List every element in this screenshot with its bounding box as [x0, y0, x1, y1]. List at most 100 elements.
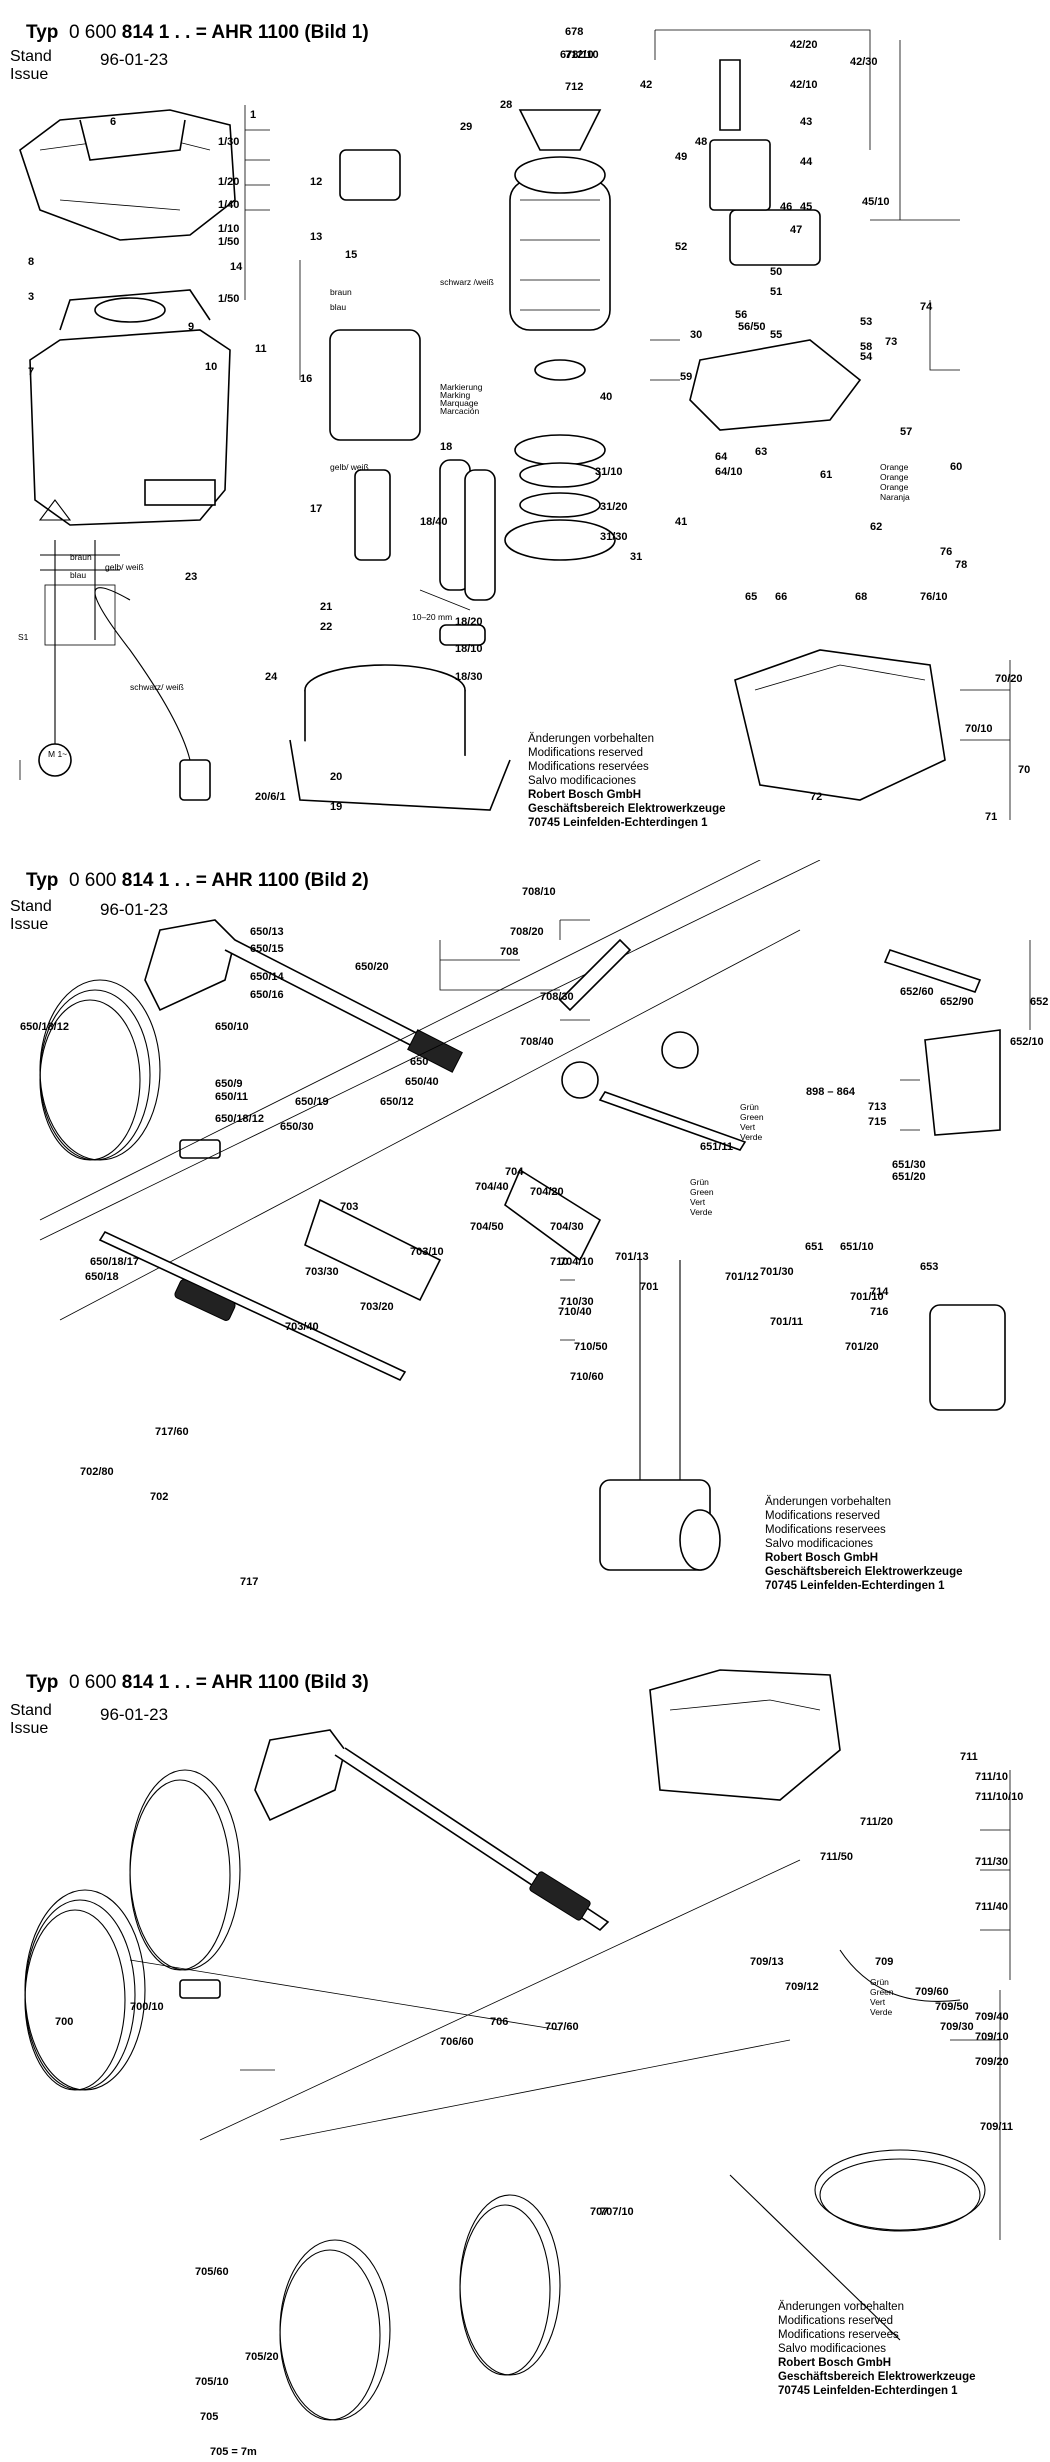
- part-callout: Vert: [740, 1122, 756, 1132]
- notice-line: Modifications reservees: [778, 2329, 899, 2341]
- part-callout: 1/20: [218, 176, 239, 188]
- part-callout: Green: [740, 1112, 764, 1122]
- part-callout: Markierung: [440, 382, 483, 392]
- part-callout: 76: [940, 546, 952, 558]
- part-callout: 710/60: [570, 1371, 604, 1383]
- notice-division: Geschäftsbereich Elektrowerkzeuge: [765, 1566, 963, 1578]
- part-callout: 7: [28, 366, 34, 378]
- part-callout: Grün: [870, 1977, 889, 1987]
- title-prefix: Typ: [26, 1672, 59, 1693]
- notice-company: Robert Bosch GmbH: [528, 789, 642, 801]
- part-callout: 701/20: [845, 1341, 879, 1353]
- part-callout: 717/60: [155, 1426, 189, 1438]
- detergent-bottle: [883, 949, 1006, 1411]
- part-callout: 55: [770, 329, 782, 341]
- issue-label: Issue: [10, 1720, 49, 1737]
- part-callout: 65: [745, 591, 757, 603]
- part-callout: 650/13: [250, 926, 284, 938]
- part-callout: 710: [550, 1256, 568, 1268]
- part-callout: Verde: [690, 1207, 712, 1217]
- part-callout: 708/40: [520, 1036, 554, 1048]
- part-callout: 704/30: [550, 1221, 584, 1233]
- part-callout: 711/40: [975, 1901, 1008, 1913]
- notice-line: Salvo modificaciones: [528, 775, 637, 787]
- part-callout: 52: [675, 241, 687, 253]
- diagram-panel-2: Typ 0 600 814 1 . . = AHR 1100 (Bild 2) …: [0, 860, 1050, 1660]
- part-callout: 712: [565, 81, 583, 93]
- part-callout: 30: [690, 329, 702, 341]
- title-prefix: Typ: [26, 870, 59, 891]
- part-callout: 8: [28, 256, 34, 268]
- spray-gun: [144, 919, 463, 1073]
- part-callout: braun: [330, 287, 352, 297]
- part-callout: 650/16: [250, 989, 284, 1001]
- part-callout: 650/12: [380, 1096, 414, 1108]
- part-callout: 705: [200, 2411, 218, 2423]
- stand-issue: Stand Issue: [10, 1702, 52, 1738]
- part-callout: 651/10: [840, 1241, 874, 1253]
- part-callout: 705/20: [245, 2351, 279, 2363]
- part-callout: 708: [500, 946, 518, 958]
- part-callout: 58: [860, 341, 872, 353]
- title-number-b: 814: [121, 870, 154, 891]
- part-callout: 61: [820, 469, 832, 481]
- part-callout: 18/10: [455, 643, 483, 655]
- part-callout: 708/30: [540, 991, 574, 1003]
- part-callout: 711: [960, 1751, 978, 1763]
- part-callout: 650/20: [355, 961, 389, 973]
- part-callout: 56/50: [738, 321, 766, 333]
- part-callout: 650: [410, 1056, 428, 1068]
- part-callout: 42/20: [790, 39, 818, 51]
- part-callout: 700: [55, 2016, 73, 2028]
- part-callout: 45/10: [862, 196, 890, 208]
- part-callout: 711/10/10: [975, 1791, 1023, 1803]
- title-number-b: 814: [121, 1672, 154, 1693]
- panel-title: Typ 0 600 814 1 . . = AHR 1100 (Bild 2): [26, 870, 369, 892]
- part-callout: 711/10: [975, 1771, 1008, 1783]
- notice-block: Änderungen vorbehalten Modifications res…: [765, 1495, 963, 1593]
- part-callout: Vert: [690, 1197, 706, 1207]
- part-callout: 707/60: [545, 2021, 579, 2033]
- part-callout: 712/10: [565, 49, 599, 61]
- part-callout: Naranja: [880, 492, 910, 502]
- part-callout: 1/10: [218, 223, 239, 235]
- notice-line: Änderungen vorbehalten: [778, 2301, 904, 2313]
- part-callout: 23: [185, 571, 197, 583]
- part-callout: 74: [920, 301, 933, 313]
- part-callout: 76/10: [920, 591, 948, 603]
- part-callout: 706: [490, 2016, 508, 2028]
- title-prefix: Typ: [26, 22, 59, 43]
- part-callout: 709/13: [750, 1956, 784, 1968]
- part-callout: 650/19: [295, 1096, 329, 1108]
- part-callout: 650/18/17: [90, 1256, 139, 1268]
- handle-housing: [19, 109, 236, 241]
- notice-division: Geschäftsbereich Elektrowerkzeuge: [778, 2371, 976, 2383]
- part-callout: 707/10: [600, 2206, 634, 2218]
- part-callout: 652/60: [900, 986, 934, 998]
- main-axis-line: [39, 860, 821, 1321]
- part-callout: 43: [800, 116, 812, 128]
- part-callout: 703: [340, 1201, 358, 1213]
- part-callout: 706/60: [440, 2036, 474, 2048]
- leader-lines: [439, 919, 1031, 1341]
- notice-line: Änderungen vorbehalten: [765, 1496, 891, 1508]
- trolley-cart: [558, 938, 721, 1571]
- notice-line: Salvo modificaciones: [778, 2343, 887, 2355]
- part-callout: 701/12: [725, 1271, 759, 1283]
- switch-capacitor: [329, 149, 496, 646]
- title-suffix: 1 . . = AHR 1100 (Bild 2): [153, 870, 369, 891]
- part-callout: 711/20: [860, 1816, 893, 1828]
- part-callout: 72: [810, 791, 822, 803]
- title-number-a: 0 600: [68, 22, 122, 43]
- notice-line: Änderungen vorbehalten: [528, 733, 654, 745]
- issue-date: 96-01-23: [100, 1705, 169, 1724]
- leader-lines: [240, 1770, 1011, 2240]
- part-callout: 64: [715, 451, 728, 463]
- issue-date: 96-01-23: [100, 50, 169, 69]
- part-callout: 1/30: [218, 136, 239, 148]
- part-callout: 63: [755, 446, 767, 458]
- part-callout: 711/50: [820, 1851, 853, 1863]
- part-callout: 714: [870, 1286, 889, 1298]
- part-callout: 12: [310, 176, 322, 188]
- part-callout: 650/18: [85, 1271, 119, 1283]
